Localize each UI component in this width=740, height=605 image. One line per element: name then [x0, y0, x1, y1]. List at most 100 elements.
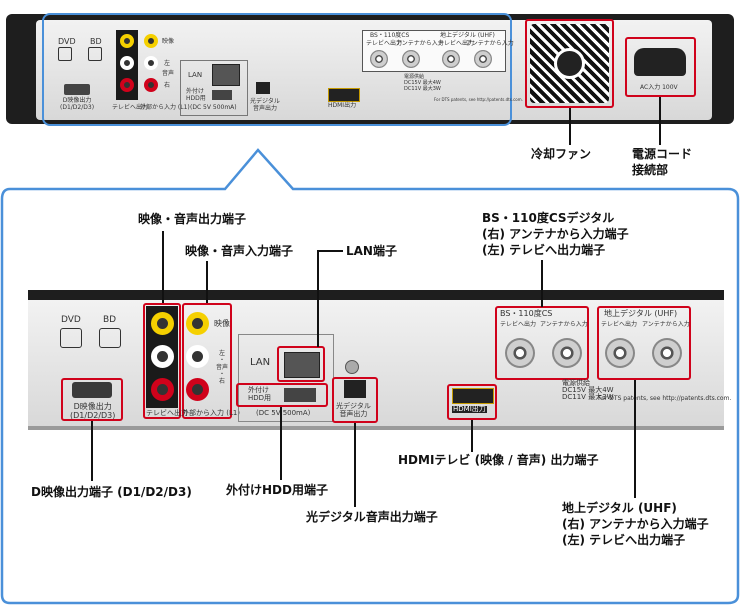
bs-out-jack-top: [370, 50, 388, 68]
power-supply-zoom: 電源供給 DC15V 最大4W DC11V 最大3W: [562, 379, 614, 401]
hdd-power-zoom: (DC 5V 500mA): [256, 409, 311, 417]
video-label-top: 映像: [162, 38, 175, 45]
bs-in-top: アンテナから入力: [396, 40, 444, 47]
rca-white-in-top: [144, 56, 158, 70]
bd-logo: BD: [90, 37, 102, 46]
bs-in-jack-top: [402, 50, 420, 68]
uhf-in-jack-top: [474, 50, 492, 68]
d-video-callout: D映像出力端子 (D1/D2/D3): [31, 485, 192, 499]
uhf-header-top: 地上デジタル (UHF): [440, 32, 495, 39]
bd-logo-zoom: BD: [103, 315, 117, 325]
lr-label-zoom: 左 ・ 音声 ・ 右: [216, 350, 229, 385]
lan-port: [284, 352, 320, 378]
av-in-callout: 映像・音声入力端子: [185, 244, 294, 258]
d-video-port-top: [64, 84, 90, 95]
av-out-line: [162, 231, 164, 303]
screw-icon: [345, 360, 359, 374]
hdmi-line: [471, 420, 473, 452]
d-video-label-zoom: D映像出力 (D1/D2/D3): [70, 402, 116, 420]
top-zoom-frame: [42, 13, 512, 126]
bd-icon: [88, 47, 102, 61]
hdmi-callout: HDMIテレビ (映像 / 音声) 出力端子: [398, 453, 599, 467]
hdd-callout: 外付けHDD用端子: [226, 483, 328, 497]
lan-label-top: LAN: [188, 71, 203, 79]
fan-hub: [554, 48, 585, 79]
uhf-highlight: [597, 306, 691, 380]
rca-white-in: [186, 345, 209, 368]
optical-port: [344, 380, 366, 398]
panel-bottom-edge: [28, 426, 724, 430]
dvd-logo-zoom: DVD: [61, 315, 81, 325]
rca-white-out: [151, 345, 174, 368]
rca-red-out: [151, 378, 174, 401]
bs-in-jack: [552, 338, 582, 368]
hdd-power-top: (DC 5V 500mA): [190, 104, 237, 111]
lan-hdd-box-top: [180, 60, 248, 116]
hdmi-label-zoom: HDMI出力: [452, 405, 487, 413]
lan-port-top: [212, 64, 240, 86]
ext-in-label-zoom: 外部から入力 (L1): [182, 409, 241, 417]
dts-note-top: For DTS patents, see http://patents.dts.…: [434, 97, 523, 102]
d-video-line: [91, 421, 93, 481]
rca-red-in: [186, 378, 209, 401]
uhf-in-zoom: アンテナから入力: [642, 321, 690, 328]
dvd-logo: DVD: [58, 37, 76, 46]
d-video-label-top: D映像出力 (D1/D2/D3): [60, 97, 95, 111]
d-video-highlight: [61, 378, 123, 421]
dts-note-zoom: For DTS patents, see http://patents.dts.…: [598, 395, 732, 402]
bs-header-top: BS・110度CS: [370, 32, 410, 39]
fan-callout: 冷却ファン: [531, 147, 592, 161]
optical-line: [354, 423, 356, 507]
uhf-out-jack-top: [442, 50, 460, 68]
uhf-out-zoom: テレビへ出力: [601, 321, 638, 328]
uhf-in-top: アンテナから入力: [466, 40, 514, 47]
bs-out-jack: [505, 338, 535, 368]
hdmi-highlight: [447, 384, 497, 420]
av-in-highlight: [182, 303, 232, 419]
rca-yellow-out-top: [120, 34, 134, 48]
optical-label-zoom: 光デジタル 音声出力: [336, 402, 371, 418]
uhf-header-zoom: 地上デジタル (UHF): [604, 309, 678, 318]
tv-out-label-zoom: テレビへ出力: [146, 409, 188, 417]
uhf-in-jack: [652, 338, 682, 368]
audio-label-top: 音声: [162, 70, 175, 77]
power-callout: 電源コード 接続部: [632, 147, 693, 177]
rca-white-out-top: [120, 56, 134, 70]
dvd-icon-zoom: [60, 328, 82, 348]
av-out-callout: 映像・音声出力端子: [138, 212, 247, 226]
lan-callout: LAN端子: [346, 244, 397, 258]
d-video-port: [72, 382, 112, 398]
optical-label-top: 光デジタル 音声出力: [250, 98, 280, 112]
lan-line-v: [317, 250, 319, 347]
rca-yellow-in-top: [144, 34, 158, 48]
uhf-out-jack: [605, 338, 635, 368]
bs-in-zoom: アンテナから入力: [540, 321, 588, 328]
optical-callout: 光デジタル音声出力端子: [306, 510, 438, 524]
rca-yellow-out: [151, 312, 174, 335]
ext-in-label-top: 外部から入力 (L1): [140, 104, 190, 111]
hdd-highlight: [236, 383, 328, 407]
bd-icon-zoom: [99, 328, 121, 348]
bs-cs-highlight: [495, 306, 589, 380]
lan-line-h: [317, 250, 343, 252]
hdd-port-top: [212, 90, 232, 100]
power-supply-top: 電源供給 DC15V 最大4W DC11V 最大3W: [404, 74, 441, 92]
fan-highlight: [525, 19, 614, 108]
bs-line: [541, 260, 543, 307]
hdd-label-zoom: 外付け HDD用: [248, 386, 272, 402]
av-in-line: [206, 261, 208, 303]
optical-port-top: [256, 82, 270, 94]
bs-out-zoom: テレビへ出力: [500, 321, 537, 328]
rca-red-in-top: [144, 78, 158, 92]
hdmi-port-top: [328, 88, 360, 102]
dvd-icon: [58, 47, 72, 61]
bs-header-zoom: BS・110度CS: [500, 309, 553, 318]
lan-label-zoom: LAN: [250, 357, 271, 368]
right-label-top: 右: [164, 82, 171, 89]
bs-out-top: テレビへ出力: [366, 40, 403, 47]
left-label-top: 左: [164, 60, 171, 67]
tv-out-label-top: テレビへ出力: [112, 104, 149, 111]
hdmi-port: [452, 388, 494, 404]
optical-highlight: [332, 377, 378, 423]
hdd-port: [284, 388, 316, 402]
